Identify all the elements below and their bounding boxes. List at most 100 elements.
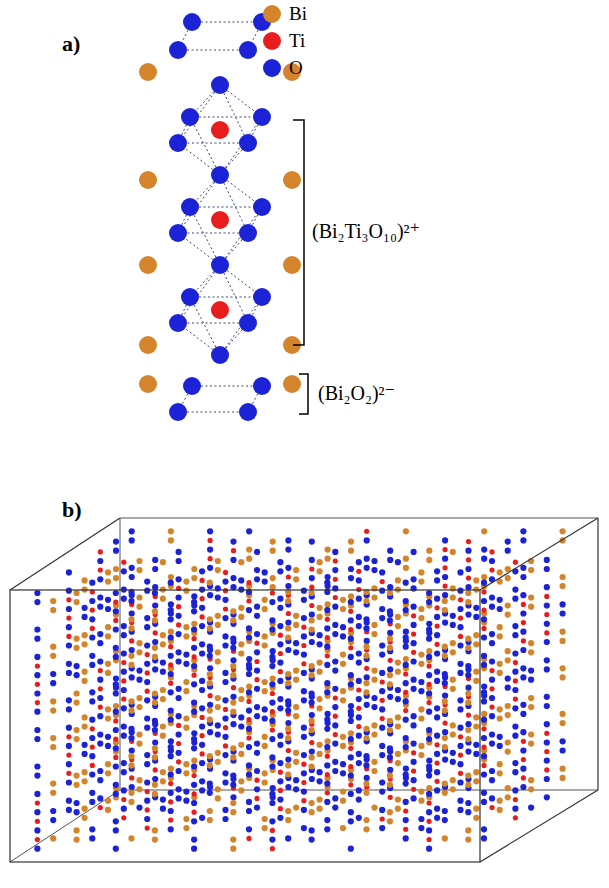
oxygen-atom (121, 669, 127, 675)
oxygen-atom (356, 751, 362, 757)
oxygen-atom (269, 626, 275, 632)
oxygen-atom (269, 818, 275, 824)
oxygen-atom (176, 686, 182, 692)
titanium-atom (90, 763, 95, 768)
oxygen-atom (442, 574, 448, 580)
oxygen-atom (434, 596, 440, 602)
bismuth-atom (348, 548, 354, 554)
oxygen-atom (348, 773, 354, 779)
oxygen-atom (277, 742, 283, 748)
oxygen-atom (97, 640, 103, 646)
bismuth-atom (82, 769, 88, 775)
oxygen-atom (520, 592, 526, 598)
oxygen-atom (301, 752, 307, 758)
oxygen-atom (293, 786, 299, 792)
oxygen-atom (465, 749, 471, 755)
oxygen-atom (332, 805, 338, 811)
oxygen-atom (199, 641, 205, 647)
oxygen-atom (191, 645, 197, 651)
bismuth-atom (528, 649, 534, 655)
oxygen-atom (66, 725, 72, 731)
oxygen-atom (411, 604, 417, 610)
oxygen-atom (191, 700, 197, 706)
oxygen-atom (269, 700, 275, 706)
oxygen-atom (160, 797, 166, 803)
titanium-atom (435, 779, 440, 784)
oxygen-atom (82, 751, 88, 757)
bismuth-atom (418, 715, 424, 721)
titanium-atom (411, 613, 416, 618)
bismuth-atom (442, 698, 448, 704)
oxygen-atom (332, 668, 338, 674)
oxygen-atom (246, 625, 252, 631)
titanium-atom (325, 790, 330, 795)
oxygen-atom (411, 677, 417, 683)
bismuth-atom (128, 790, 134, 796)
oxygen-atom (348, 575, 354, 581)
oxygen-atom (332, 722, 338, 728)
oxygen-atom (426, 846, 432, 852)
oxygen-atom (403, 629, 409, 635)
oxygen-atom (324, 726, 330, 732)
bismuth-atom (387, 681, 393, 687)
oxygen-atom (230, 694, 236, 700)
oxygen-atom (512, 669, 518, 675)
oxygen-atom (324, 689, 330, 695)
oxygen-atom (481, 556, 487, 562)
oxygen-atom (356, 714, 362, 720)
oxygen-atom (277, 678, 283, 684)
oxygen-atom (317, 778, 323, 784)
oxygen-atom (544, 584, 550, 590)
oxygen-atom (363, 762, 369, 768)
oxygen-atom (395, 696, 401, 702)
bismuth-atom (497, 569, 503, 575)
bismuth-atom (293, 622, 299, 628)
oxygen-atom (512, 632, 518, 638)
bismuth-atom (82, 577, 88, 583)
oxygen-atom (144, 697, 150, 703)
oxygen-atom (160, 806, 166, 812)
oxygen-atom (113, 763, 119, 769)
oxygen-atom (199, 723, 205, 729)
oxygen-atom (211, 76, 229, 94)
oxygen-atom (277, 705, 283, 711)
titanium-atom (348, 609, 353, 614)
oxygen-atom (181, 198, 199, 216)
oxygen-atom (301, 633, 307, 639)
oxygen-atom (89, 753, 95, 759)
oxygen-atom (168, 717, 174, 723)
oxygen-atom (442, 757, 448, 763)
bismuth-atom (215, 759, 221, 765)
oxygen-atom (246, 762, 252, 768)
titanium-atom (544, 767, 549, 772)
oxygen-atom (457, 706, 463, 712)
bismuth-atom (136, 567, 142, 573)
bismuth-atom (528, 567, 534, 573)
oxygen-atom (262, 579, 268, 585)
oxygen-atom (230, 657, 236, 663)
oxygen-atom (426, 621, 432, 627)
oxygen-atom (66, 697, 72, 703)
bismuth-atom (505, 749, 511, 755)
bismuth-atom (325, 738, 331, 744)
oxygen-atom (222, 752, 228, 758)
oxygen-atom (176, 576, 182, 582)
bismuth-atom (465, 837, 471, 843)
oxygen-atom (113, 818, 119, 824)
oxygen-atom (239, 224, 257, 242)
oxygen-atom (348, 681, 354, 687)
oxygen-atom (403, 781, 409, 787)
oxygen-atom (121, 596, 127, 602)
bismuth-atom (74, 590, 80, 596)
oxygen-atom (74, 809, 80, 815)
bismuth-atom (363, 653, 369, 659)
bismuth-atom (82, 806, 88, 812)
oxygen-atom (89, 790, 95, 796)
oxygen-atom (489, 795, 495, 801)
bismuth-atom (183, 715, 189, 721)
oxygen-atom (512, 760, 518, 766)
bismuth-atom (82, 815, 88, 821)
bismuth-atom (325, 601, 331, 607)
bismuth-atom (340, 789, 346, 795)
bismuth-atom (293, 576, 299, 582)
